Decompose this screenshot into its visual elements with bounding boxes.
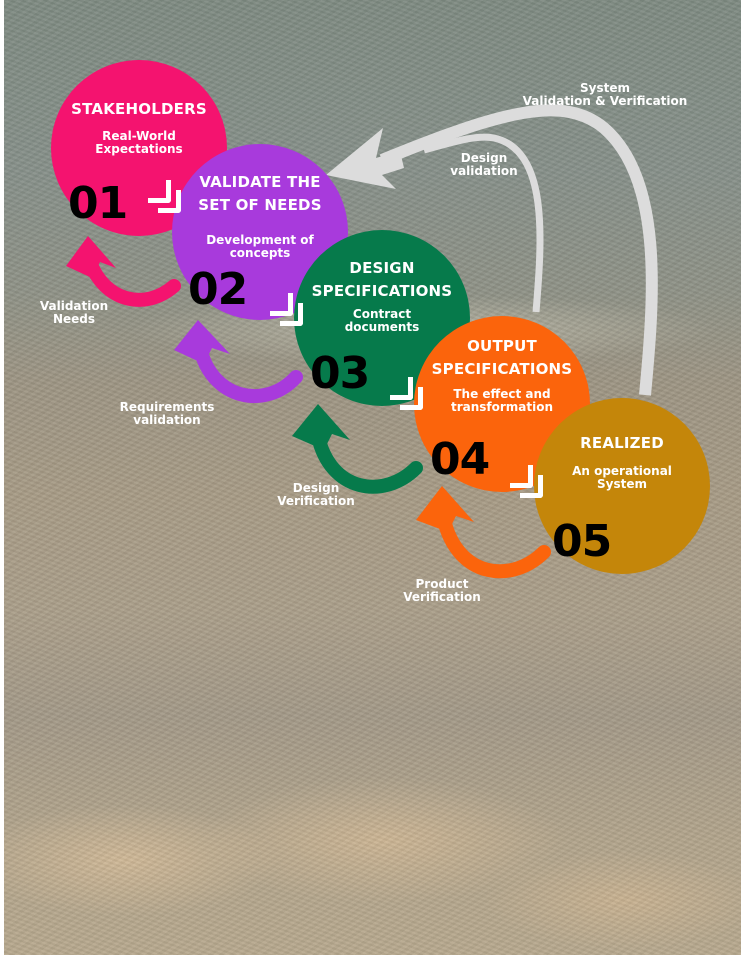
- product-verification-label: Product Verification: [392, 578, 492, 604]
- step-subtitle-line1: The effect and: [453, 387, 551, 401]
- feedback-arrows-layer: [66, 236, 551, 579]
- step-subtitle-line2: transformation: [450, 400, 554, 414]
- step-number-01: 01: [68, 178, 128, 229]
- step-subtitle-line2: concepts: [229, 246, 291, 260]
- long-arrows-layer: [326, 104, 658, 396]
- step-number-03: 03: [310, 348, 370, 399]
- step-number-02: 02: [188, 264, 248, 315]
- requirements-validation-label: Requirements validation: [112, 401, 222, 427]
- step-title-line2: SET OF NEEDS: [198, 196, 322, 214]
- step-title: REALIZED: [580, 434, 664, 452]
- system-validation-label: System Validation & Verification: [520, 82, 690, 108]
- step-number-05: 05: [552, 516, 612, 567]
- step-05-realized: REALIZED An operational System: [534, 398, 710, 574]
- arrowhead-icon: [326, 128, 404, 189]
- label-line1: Product: [415, 577, 469, 591]
- validation-needs-arrow-icon: [66, 236, 181, 307]
- label-line2: Validation & Verification: [522, 94, 688, 108]
- step-subtitle-line1: Real-World: [102, 129, 176, 143]
- label-line2: Needs: [52, 312, 96, 326]
- requirements-validation-arrow-icon: [174, 320, 303, 404]
- step-title: STAKEHOLDERS: [71, 100, 207, 118]
- design-verification-label: Design Verification: [266, 482, 366, 508]
- step-subtitle-line2: System: [597, 477, 647, 491]
- product-verification-arrow-icon: [416, 486, 551, 579]
- step-title-line1: VALIDATE THE: [199, 173, 321, 191]
- step-subtitle-line2: documents: [344, 320, 420, 334]
- step-title-line2: SPECIFICATIONS: [431, 360, 573, 378]
- design-validation-label: Design validation: [444, 152, 524, 178]
- label-line2: Verification: [277, 494, 355, 508]
- label-line2: validation: [450, 164, 518, 178]
- step-subtitle-line1: Development of: [206, 233, 314, 247]
- step-title-line1: DESIGN: [349, 259, 415, 277]
- label-line1: Validation: [39, 299, 109, 313]
- label-line1: System: [580, 81, 630, 95]
- design-validation-arrow-path: [423, 133, 544, 313]
- label-line2: Verification: [403, 590, 481, 604]
- step-title-line1: OUTPUT: [467, 337, 537, 355]
- step-subtitle-line1: Contract: [352, 307, 412, 321]
- step-number-04: 04: [430, 434, 490, 485]
- diagram-canvas: STAKEHOLDERS Real-World Expectations VAL…: [4, 0, 741, 955]
- label-line2: validation: [133, 413, 201, 427]
- label-line1: Design: [460, 151, 508, 165]
- step-subtitle-line1: An operational: [572, 464, 672, 478]
- validation-needs-label: Validation Needs: [24, 300, 124, 326]
- design-verification-arrow-icon: [292, 404, 423, 494]
- step-subtitle-line2: Expectations: [95, 142, 183, 156]
- label-line1: Requirements: [119, 400, 215, 414]
- label-line1: Design: [292, 481, 340, 495]
- system-validation-arrow-path: [379, 104, 658, 396]
- step-title-line2: SPECIFICATIONS: [311, 282, 453, 300]
